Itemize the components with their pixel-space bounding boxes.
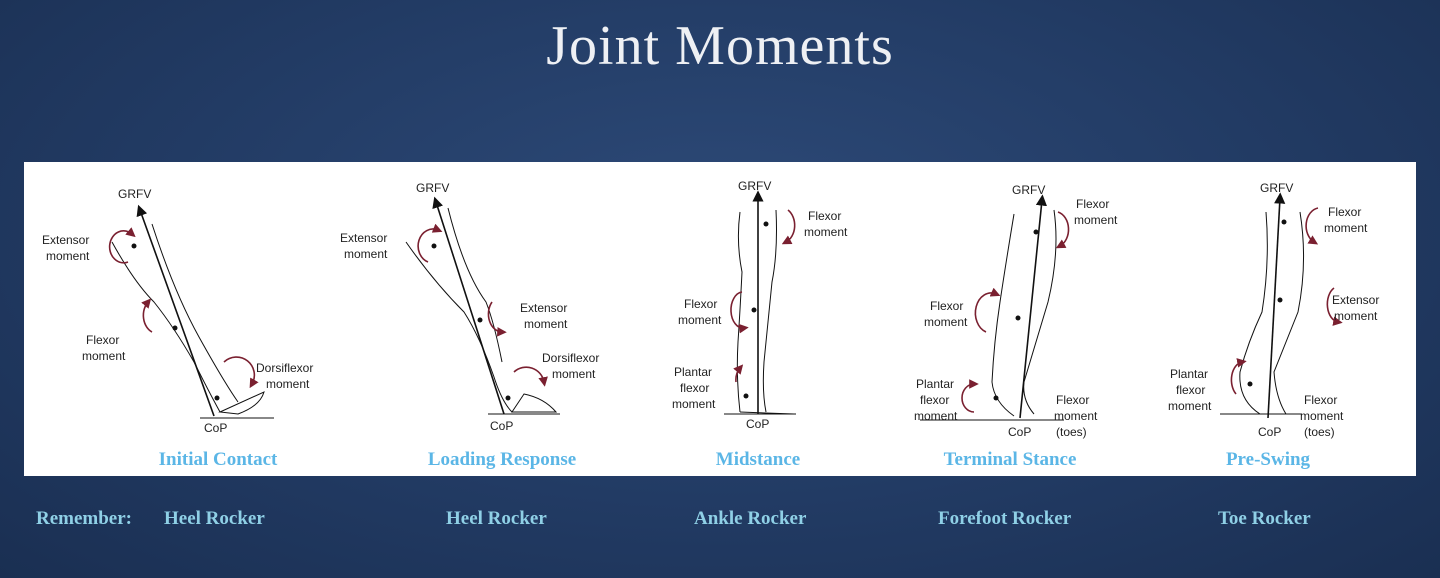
lower-moment-label-1: Plantar	[916, 377, 954, 391]
figure-initial-contact: GRFV CoP Extensor moment Flexor moment D…	[42, 187, 313, 435]
rocker-label-5: Toe Rocker	[1218, 508, 1311, 529]
lower-moment-label-1: Dorsiflexor	[542, 351, 599, 365]
figure-terminal-stance: GRFV CoP Flexor moment Flexor moment Pla…	[914, 183, 1118, 439]
grfv-label: GRFV	[1260, 181, 1293, 195]
grfv-label: GRFV	[118, 187, 151, 201]
cop-label: CoP	[1258, 425, 1281, 439]
grfv-label: GRFV	[1012, 183, 1045, 197]
rocker-label-1: Heel Rocker	[164, 508, 265, 529]
lower-moment-label-2: moment	[266, 377, 310, 391]
middle-moment-label-2: moment	[678, 313, 722, 327]
gait-diagram: GRFV CoP Extensor moment Flexor moment D…	[42, 179, 1379, 439]
grfv-label: GRFV	[416, 181, 449, 195]
gait-diagram-panel: GRFV CoP Extensor moment Flexor moment D…	[24, 162, 1416, 476]
lower-moment-label-2: flexor	[680, 381, 709, 395]
lower-moment-label-1: Plantar	[674, 365, 712, 379]
cop-label: CoP	[204, 421, 227, 435]
upper-moment-label-2: moment	[344, 247, 388, 261]
toes-moment-label-2: moment	[1300, 409, 1344, 423]
figure-loading-response: GRFV CoP Extensor moment Extensor moment…	[340, 181, 599, 433]
rocker-label-2: Heel Rocker	[446, 508, 547, 529]
toes-moment-label-3: (toes)	[1304, 425, 1335, 439]
cop-label: CoP	[1008, 425, 1031, 439]
toes-moment-label-1: Flexor	[1304, 393, 1337, 407]
lower-moment-label-3: moment	[914, 409, 958, 423]
upper-moment-label-2: moment	[804, 225, 848, 239]
upper-moment-label-2: moment	[1074, 213, 1118, 227]
middle-moment-label-1: Flexor	[930, 299, 963, 313]
grfv-label: GRFV	[738, 179, 771, 193]
lower-moment-label-1: Dorsiflexor	[256, 361, 313, 375]
lower-moment-label-3: moment	[1168, 399, 1212, 413]
upper-moment-label-1: Flexor	[808, 209, 841, 223]
cop-label: CoP	[490, 419, 513, 433]
figure-midstance: GRFV CoP Flexor moment Flexor moment Pla…	[672, 179, 848, 431]
cop-label: CoP	[746, 417, 769, 431]
remember-label: Remember:	[36, 508, 133, 529]
upper-moment-label-2: moment	[46, 249, 90, 263]
rocker-label-3: Ankle Rocker	[694, 508, 807, 529]
middle-moment-label-2: moment	[524, 317, 568, 331]
middle-moment-label-1: Extensor	[1332, 293, 1379, 307]
lower-moment-label-3: moment	[672, 397, 716, 411]
upper-moment-label-1: Extensor	[340, 231, 387, 245]
lower-moment-label-2: moment	[552, 367, 596, 381]
middle-moment-label-2: moment	[924, 315, 968, 329]
lower-moment-label-2: flexor	[1176, 383, 1205, 397]
toes-moment-label-3: (toes)	[1056, 425, 1087, 439]
lower-moment-label-2: flexor	[920, 393, 949, 407]
phase-label-terminal-stance: Terminal Stance	[943, 449, 1077, 470]
middle-moment-label-2: moment	[82, 349, 126, 363]
upper-moment-label-1: Extensor	[42, 233, 89, 247]
middle-moment-label-1: Flexor	[86, 333, 119, 347]
upper-moment-label-1: Flexor	[1076, 197, 1109, 211]
upper-moment-label-2: moment	[1324, 221, 1368, 235]
middle-moment-label-1: Flexor	[684, 297, 717, 311]
lower-moment-label-1: Plantar	[1170, 367, 1208, 381]
toes-moment-label-2: moment	[1054, 409, 1098, 423]
phase-label-loading-response: Loading Response	[427, 449, 577, 470]
phase-label-initial-contact: Initial Contact	[158, 449, 278, 470]
middle-moment-label-2: moment	[1334, 309, 1378, 323]
rocker-label-4: Forefoot Rocker	[938, 508, 1072, 529]
upper-moment-label-1: Flexor	[1328, 205, 1361, 219]
figure-pre-swing: GRFV CoP Flexor moment Extensor moment P…	[1168, 181, 1379, 439]
slide-title: Joint Moments	[546, 15, 894, 77]
middle-moment-label-1: Extensor	[520, 301, 567, 315]
phase-label-midstance: Midstance	[715, 449, 801, 470]
phase-label-pre-swing: Pre-Swing	[1225, 449, 1311, 470]
toes-moment-label-1: Flexor	[1056, 393, 1089, 407]
